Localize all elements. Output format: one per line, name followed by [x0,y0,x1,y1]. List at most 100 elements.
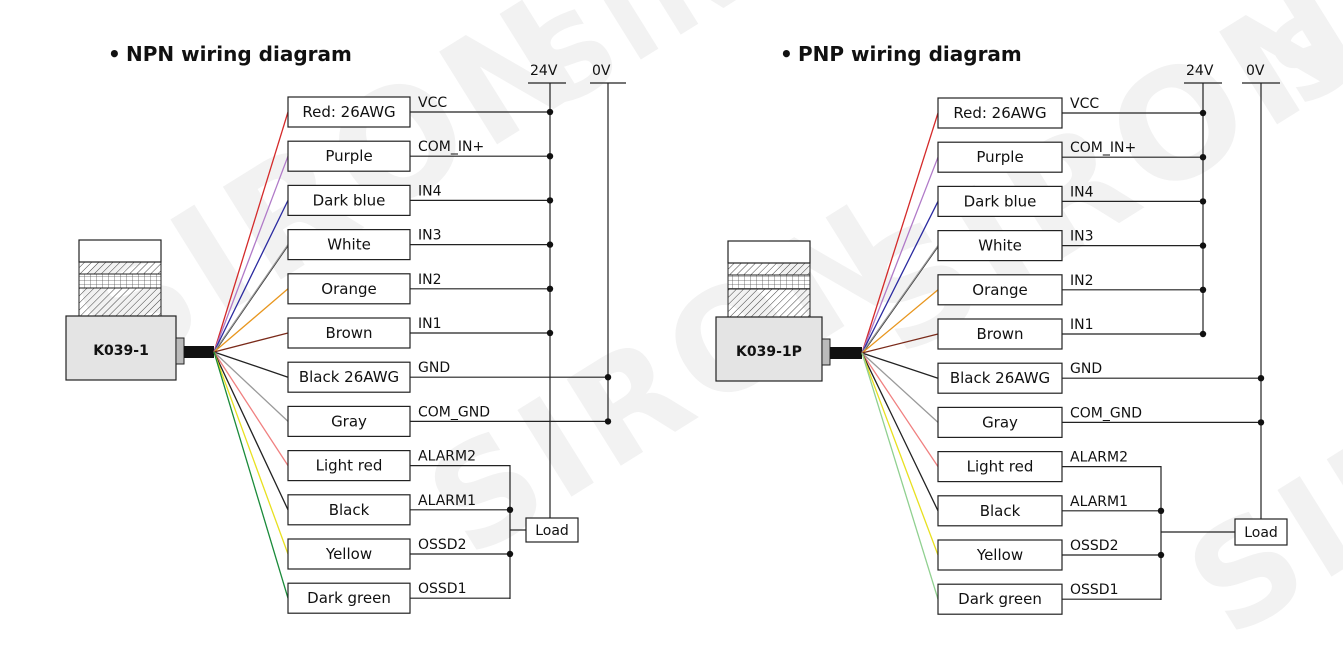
pnp-junction-dot [1199,198,1207,205]
npn-junction-dot [546,241,554,248]
pnp-wire-box-light-red [937,451,1063,483]
pnp-wire-label: Black 26AWG [950,369,1050,387]
npn-wire-label: White [327,236,371,254]
npn-wire-red-26awg [213,111,289,353]
pnp-wire-gray [861,352,939,423]
npn-wire-black [213,351,289,511]
pnp-signal-label: VCC [1070,96,1099,112]
pnp-wire-box-orange [937,274,1063,306]
pnp-wire-label: Light red [967,458,1034,476]
pnp-0v-label: 0V [1246,63,1265,79]
npn-load-box [525,517,579,543]
npn-wire-label: Dark green [307,589,391,607]
pnp-wire-black-26awg [861,352,939,379]
pnp-junction-dot [1257,375,1265,382]
npn-signal-label: OSSD2 [418,537,466,553]
npn-signal-label: IN1 [418,316,442,332]
pnp-title-bullet: • [780,42,793,66]
pnp-signal-label: IN2 [1070,273,1094,289]
npn-wire-label: Orange [321,280,376,298]
npn-wire-brown [213,332,289,353]
npn-wire-box-brown [287,317,411,349]
pnp-wire-brown [861,333,939,354]
npn-signal-label: GND [418,360,450,376]
npn-wire-orange [213,288,289,353]
npn-wire-label: Yellow [325,545,372,563]
npn-title-bullet: • [108,42,121,66]
pnp-wire-yellow [861,352,939,556]
npn-wire-gray [213,351,289,422]
npn-wire-white [213,244,289,353]
pnp-diagram-title: PNP wiring diagram [798,42,1022,66]
pnp-signal-label: IN3 [1070,229,1094,245]
pnp-signal-label: ALARM1 [1070,494,1128,510]
pnp-junction-dot [1199,286,1207,293]
npn-signal-label: IN3 [418,228,442,244]
npn-wire-box-black [287,494,411,526]
pnp-wire-box-white [937,230,1063,262]
pnp-signal-label: COM_GND [1070,405,1142,421]
pnp-junction-dot [1199,154,1207,161]
pnp-wire-box-dark-green [937,583,1063,615]
pnp-wire-white-outline [861,246,939,355]
pnp-wire-label: Red: 26AWG [953,104,1046,122]
pnp-wire-white [861,245,939,354]
npn-wire-label: Light red [316,457,383,475]
npn-signal-label: IN4 [418,183,442,199]
npn-device-label: K039-1 [93,343,149,359]
pnp-wire-box-purple [937,141,1063,173]
pnp-wire-purple [861,156,939,354]
pnp-wires [861,112,939,600]
npn-wire-box-dark-blue [287,184,411,216]
npn-junction-dot [604,374,612,381]
pnp-wire-dark-blue [861,201,939,354]
pnp-wire-box-dark-blue [937,185,1063,217]
npn-signal-label: COM_GND [418,404,490,420]
npn-signal-label: COM_IN+ [418,139,484,155]
npn-wire-label: Black 26AWG [299,368,399,386]
npn-wire-label: Red: 26AWG [302,103,395,121]
npn-load-label: Load [535,523,569,539]
npn-signal-label: IN2 [418,272,442,288]
npn-wire-box-yellow [287,538,411,570]
pnp-diagram: • PNP wiring diagram K039-1P 24V 0V Load… [715,42,1288,615]
npn-signal-label: OSSD1 [418,581,466,597]
npn-junction-dot [546,329,554,337]
pnp-wire-orange [861,289,939,354]
pnp-wire-box-brown [937,318,1063,350]
npn-junction-dot [546,285,554,292]
pnp-signal-label: OSSD1 [1070,582,1118,598]
npn-junction-dot [604,418,612,425]
pnp-junction-dot [1199,109,1207,117]
pnp-wire-dark-green [861,352,939,600]
pnp-signal-label: OSSD2 [1070,538,1118,554]
npn-signal-label: ALARM2 [418,449,476,465]
pnp-wire-label: Yellow [976,546,1023,564]
pnp-wire-box-black-26awg [937,362,1063,394]
pnp-signal-label: COM_IN+ [1070,140,1136,156]
npn-wire-box-black-26awg [287,361,411,393]
pnp-wire-box-red-26awg [937,97,1063,129]
npn-device: K039-1 [65,239,214,381]
watermark-text: SIRON [1162,251,1343,653]
pnp-wire-red-26awg [861,112,939,354]
npn-junction-dot [546,197,554,204]
pnp-wire-black [861,352,939,512]
npn-wire-black-26awg [213,351,289,378]
pnp-load-label: Load [1244,525,1278,541]
npn-wire-purple [213,155,289,353]
pnp-wire-label: Black [980,502,1021,520]
pnp-wire-light-red [861,352,939,467]
npn-wire-dark-blue [213,200,289,353]
pnp-junction-dot [1257,419,1265,426]
npn-signal-label: VCC [418,95,447,111]
npn-wire-label: Brown [325,324,372,342]
pnp-signal-label: GND [1070,361,1102,377]
npn-diagram-title: NPN wiring diagram [126,42,352,66]
npn-wire-label: Gray [331,412,367,430]
npn-wire-white-outline [213,245,289,354]
npn-wire-box-purple [287,140,411,172]
pnp-wire-label: Dark green [958,590,1042,608]
